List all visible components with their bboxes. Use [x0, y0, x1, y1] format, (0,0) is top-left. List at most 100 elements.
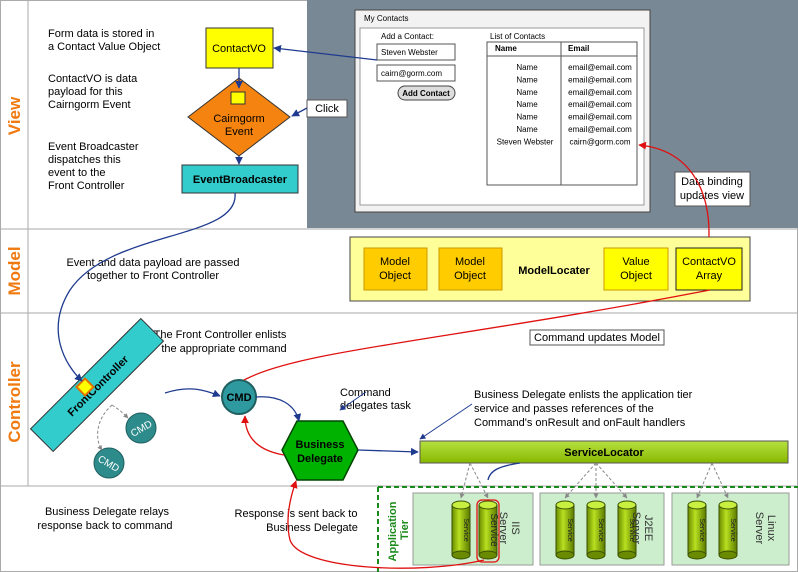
- broadcaster-note-2: dispatches this: [48, 154, 121, 166]
- service-label: Service: [698, 518, 705, 541]
- contactvo-array-l2: Array: [696, 270, 723, 282]
- service-link: [711, 462, 729, 499]
- flow-arrows: [57, 44, 521, 481]
- service-cylinder: Service: [687, 500, 707, 560]
- value-object-box: [603, 247, 669, 291]
- app-tier-line-1: Application: [387, 501, 399, 561]
- response-note-1: Response is sent back to: [235, 508, 358, 520]
- bd-note-1: Business Delegate enlists the applicatio…: [474, 389, 693, 401]
- row-name: Name: [516, 100, 538, 109]
- business-delegate-l1: Business: [296, 439, 345, 451]
- service-label: Service: [566, 518, 573, 541]
- iis-server-l1: IIS: [509, 521, 521, 534]
- service-link: [459, 462, 471, 499]
- email-field[interactable]: [376, 64, 456, 82]
- click-note: Click: [315, 103, 339, 115]
- j2ee-server-l2: Server: [630, 512, 642, 545]
- contactvo-note-2: a Contact Value Object: [48, 41, 160, 53]
- bd-note-3: Command's onResult and onFault handlers: [474, 417, 686, 429]
- service-cylinder: Service: [476, 499, 500, 563]
- model-locater-label: ModelLocater: [518, 265, 590, 277]
- model-object-1: [363, 247, 428, 291]
- fc-note-2: the appropriate command: [161, 343, 286, 355]
- row-email: email@email.com: [568, 100, 632, 109]
- row-email: email@email.com: [568, 63, 632, 72]
- add-contact-button[interactable]: [397, 85, 456, 101]
- cmd-circle-3: [93, 447, 125, 479]
- event-note-3: Cairngorm Event: [48, 99, 131, 111]
- broadcaster-note-4: Front Controller: [48, 180, 125, 192]
- dashed-links: [97, 404, 129, 451]
- command-updates-note: Command updates Model: [534, 332, 660, 344]
- business-delegate-hexagon: [281, 420, 359, 481]
- linux-server-l1: Linux: [765, 515, 777, 542]
- service-label: Service: [597, 518, 604, 541]
- cmd-main-label: CMD: [226, 392, 251, 404]
- business-delegate-l2: Delegate: [297, 453, 343, 465]
- service-label: Service: [462, 518, 469, 541]
- service-locator-label: ServiceLocator: [564, 447, 644, 459]
- row-email: cairn@gorm.com: [569, 137, 630, 146]
- contactvo-note-1: Form data is stored in: [48, 28, 154, 40]
- lane-label-model: Model: [5, 246, 24, 295]
- model-object-1-l1: Model: [380, 256, 410, 268]
- service-link: [469, 462, 489, 499]
- service-link: [564, 462, 597, 499]
- row-email: email@email.com: [568, 75, 632, 84]
- row-name: Name: [516, 63, 538, 72]
- binding-note-line-2: updates view: [680, 190, 744, 202]
- iis-server-panel: [412, 492, 534, 566]
- email-field-value: cairn@gorm.com: [381, 69, 442, 78]
- row-name: Steven Webster: [497, 137, 554, 146]
- app-title: My Contacts: [364, 14, 408, 23]
- row-name: Name: [516, 113, 538, 122]
- row-name: Name: [516, 88, 538, 97]
- svg-text:LinuxServer: LinuxServer: [753, 512, 777, 545]
- event-note-1: ContactVO is data: [48, 73, 138, 85]
- model-object-1-l2: Object: [379, 270, 411, 282]
- event-broadcaster-box: [181, 164, 299, 194]
- model-object-2-l2: Object: [454, 270, 486, 282]
- j2ee-server-l1: J2EE: [642, 515, 654, 541]
- contactvo-array-box: [675, 247, 743, 291]
- event-label-1: Cairngorm: [213, 113, 264, 125]
- service-label: Service: [628, 518, 635, 541]
- iis-server-l2: Server: [497, 512, 509, 545]
- relay-note-2: response back to command: [37, 520, 172, 532]
- event-broadcaster-label: EventBroadcaster: [193, 174, 288, 186]
- service-cylinder: Service: [718, 500, 738, 560]
- contacts-table: [486, 41, 638, 186]
- bd-note-2: service and passes references of the: [474, 403, 654, 415]
- svg-text:J2EEServer: J2EEServer: [630, 512, 654, 545]
- event-note-2: payload for this: [48, 86, 123, 98]
- add-contact-label: Add a Contact:: [381, 32, 434, 41]
- passed-note-2: together to Front Controller: [87, 270, 219, 282]
- broadcaster-note-3: event to the: [48, 167, 106, 179]
- app-tier-line-2: Tier: [399, 519, 411, 540]
- service-cylinder: Service: [586, 500, 606, 560]
- value-object-l1: Value: [622, 256, 649, 268]
- contactvo-box: [205, 27, 274, 69]
- service-link: [696, 462, 713, 499]
- passed-note-1: Event and data payload are passed: [66, 257, 239, 269]
- fc-note-1: The Front Controller enlists: [154, 329, 287, 341]
- col-header-name: Name: [495, 44, 517, 53]
- add-contact-button-label: Add Contact: [402, 89, 450, 98]
- service-locator-bar: [419, 440, 789, 464]
- service-cylinder: Service: [451, 500, 471, 560]
- contacts-app-window: My Contacts Add a Contact: Steven Webste…: [354, 9, 651, 213]
- lane-label-app-tier: Application Tier: [387, 499, 411, 562]
- name-field[interactable]: [376, 43, 456, 61]
- contactvo-array-l1: ContactVO: [682, 256, 736, 268]
- event-label-2: Event: [225, 126, 253, 138]
- svg-text:IISServer: IISServer: [497, 512, 521, 545]
- response-note-2: Business Delegate: [266, 522, 358, 534]
- row-name: Name: [516, 125, 538, 134]
- row-email: email@email.com: [568, 88, 632, 97]
- service-cylinder: Service: [617, 500, 637, 560]
- binding-note-box: [674, 171, 751, 207]
- lane-label-view: View: [5, 96, 24, 135]
- row-email: email@email.com: [568, 125, 632, 134]
